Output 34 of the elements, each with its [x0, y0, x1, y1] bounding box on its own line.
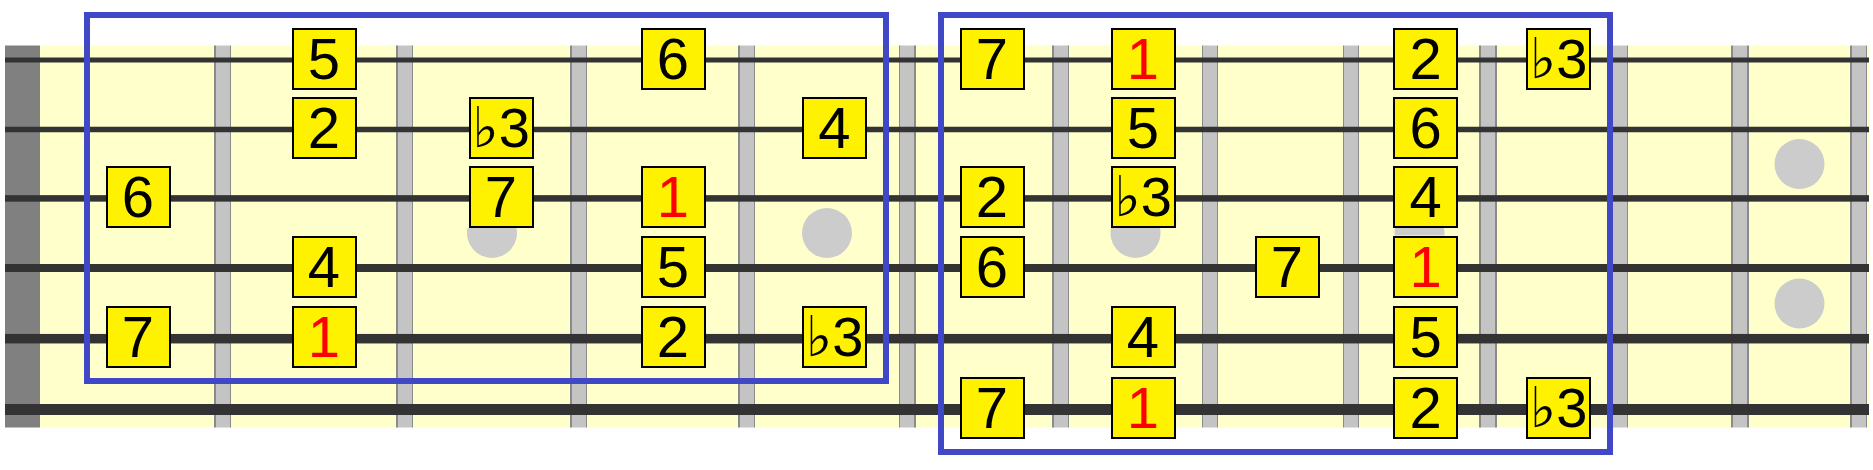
scale-degree-box: ♭3 — [1110, 165, 1176, 228]
scale-degree-box: 7 — [105, 306, 171, 369]
scale-degree-box: 7 — [468, 165, 534, 228]
scale-degree-box: 2 — [291, 97, 357, 159]
scale-degree-box: ♭3 — [802, 306, 867, 369]
scale-degree-box: 1 — [1110, 377, 1176, 439]
scale-degree-box: 7 — [959, 377, 1025, 439]
scale-degree-box: 5 — [1110, 97, 1176, 159]
scale-degree-box: ♭3 — [468, 97, 534, 159]
scale-degree-box: 6 — [105, 165, 171, 228]
scale-degree-box: 5 — [291, 27, 357, 90]
scale-degree-box: 1 — [1393, 235, 1459, 298]
scale-degree-box: 2 — [640, 306, 706, 369]
scale-degree-box: 1 — [640, 165, 706, 228]
scale-degree-box: 4 — [802, 97, 867, 159]
scale-degree-box: 5 — [1393, 306, 1459, 369]
scale-degree-box: 2 — [1393, 377, 1459, 439]
position-frame — [937, 11, 1613, 455]
scale-degree-box: 7 — [959, 27, 1025, 90]
scale-degree-box: 7 — [1254, 235, 1320, 298]
scale-degree-box: ♭3 — [1526, 377, 1591, 439]
position-frame — [83, 11, 889, 385]
scale-degree-box: 5 — [640, 235, 706, 298]
scale-degree-box: 1 — [1110, 27, 1176, 90]
scale-degree-box: 2 — [1393, 27, 1459, 90]
scale-degree-box: 6 — [959, 235, 1025, 298]
scale-degree-box: ♭3 — [1526, 27, 1591, 90]
scale-degree-box: 1 — [291, 306, 357, 369]
scale-degree-box: 6 — [640, 27, 706, 90]
scale-degree-box: 2 — [959, 165, 1025, 228]
scale-degree-box: 4 — [1110, 306, 1176, 369]
scale-degree-box: 4 — [1393, 165, 1459, 228]
scale-degree-box: 6 — [1393, 97, 1459, 159]
scale-degree-box: 4 — [291, 235, 357, 298]
